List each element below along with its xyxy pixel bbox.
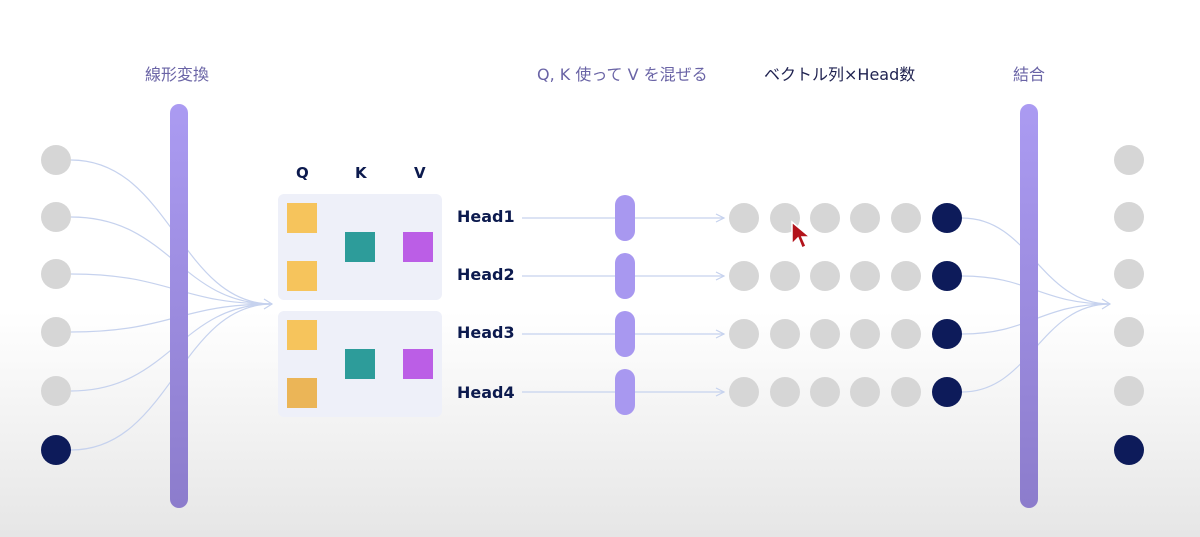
query-block	[287, 261, 317, 291]
vector-node	[932, 377, 962, 407]
query-block	[287, 203, 317, 233]
linear-transform-label: 線形変換	[145, 65, 210, 84]
vector-node	[770, 319, 800, 349]
key-block	[345, 232, 375, 262]
query-block	[287, 320, 317, 350]
value-block	[403, 349, 433, 379]
output-node	[1114, 317, 1144, 347]
head-arrowhead	[715, 271, 726, 281]
head-2-label: Head2	[457, 265, 515, 284]
vector-node	[770, 377, 800, 407]
vector-node	[729, 377, 759, 407]
concat-arrowhead	[1101, 298, 1112, 310]
value-block	[403, 232, 433, 262]
vector-node	[810, 377, 840, 407]
vector-node	[850, 377, 880, 407]
vector-node	[810, 203, 840, 233]
vector-node	[891, 319, 921, 349]
vector-node	[729, 261, 759, 291]
output-node	[1114, 202, 1144, 232]
v-header: V	[414, 164, 426, 182]
output-node	[1114, 435, 1144, 465]
concat-bar	[1020, 104, 1038, 508]
vector-node	[932, 261, 962, 291]
head-arrowhead	[715, 213, 726, 223]
linear-transform-bar	[170, 104, 188, 508]
input-node	[41, 376, 71, 406]
vector-node	[891, 377, 921, 407]
vector-node	[850, 203, 880, 233]
output-node	[1114, 259, 1144, 289]
vector-node	[891, 203, 921, 233]
key-block	[345, 349, 375, 379]
attention-pill-head1	[615, 195, 635, 241]
input-node	[41, 259, 71, 289]
vector-node	[729, 203, 759, 233]
input-node	[41, 202, 71, 232]
input-node	[41, 317, 71, 347]
vectors-label: ベクトル列×Head数	[764, 65, 916, 84]
vector-node	[891, 261, 921, 291]
attention-pill-head2	[615, 253, 635, 299]
query-block	[287, 378, 317, 408]
output-node	[1114, 376, 1144, 406]
head-arrowhead	[715, 329, 726, 339]
head-arrowhead	[715, 387, 726, 397]
vector-node	[850, 261, 880, 291]
vector-node	[810, 261, 840, 291]
vector-node	[850, 319, 880, 349]
head-4-label: Head4	[457, 383, 515, 402]
output-node	[1114, 145, 1144, 175]
head-1-label: Head1	[457, 207, 515, 226]
vector-node	[729, 319, 759, 349]
concat-label: 結合	[1013, 65, 1046, 84]
input-node	[41, 435, 71, 465]
attention-pill-head3	[615, 311, 635, 357]
vector-node	[770, 261, 800, 291]
attention-pill-head4	[615, 369, 635, 415]
input-node	[41, 145, 71, 175]
q-header: Q	[296, 164, 309, 182]
vector-node	[932, 319, 962, 349]
mix-label: Q, K 使って V を混ぜる	[537, 65, 708, 84]
vector-node	[810, 319, 840, 349]
mouse-cursor-icon	[791, 220, 813, 250]
head-3-label: Head3	[457, 323, 515, 342]
k-header: K	[355, 164, 367, 182]
input-arrowhead	[263, 298, 274, 310]
vector-node	[932, 203, 962, 233]
